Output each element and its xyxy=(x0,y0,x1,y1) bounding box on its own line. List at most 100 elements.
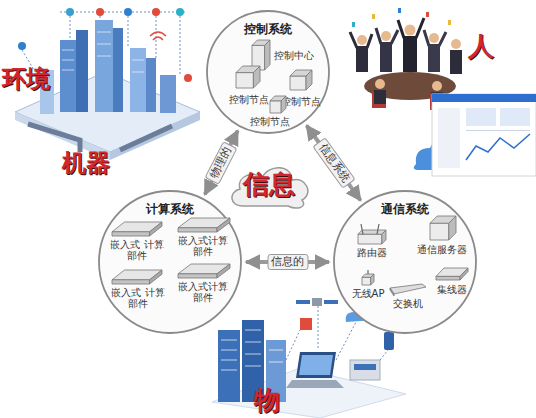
arrow-label: 信息系统 xyxy=(312,137,355,189)
people-illustration-part xyxy=(450,50,462,74)
component-label: 路由器 xyxy=(350,247,394,258)
people-illustration-part xyxy=(429,33,439,43)
people-illustration-part xyxy=(448,20,451,25)
control-node: 控制节点 xyxy=(226,66,272,110)
city-illustration-part xyxy=(110,112,200,160)
cube-front xyxy=(358,234,382,244)
people-illustration-part xyxy=(374,90,386,104)
bar-body xyxy=(390,284,426,294)
city-illustration-part xyxy=(18,42,26,50)
component-label: 嵌入式计算 部件 xyxy=(172,281,234,303)
people-illustration-part xyxy=(432,81,442,91)
system-title: 通信系统 xyxy=(333,202,477,216)
router-shape xyxy=(350,224,394,264)
dashboard-illustration-part xyxy=(500,108,530,126)
city-illustration-part xyxy=(60,40,76,112)
devices-illustration-part xyxy=(380,350,388,360)
computing-part: 嵌入式 计算部件 xyxy=(108,222,166,264)
city-illustration-part xyxy=(120,126,172,150)
devices-illustration-part xyxy=(286,330,300,360)
computing-part: 嵌入式计算 部件 xyxy=(172,264,234,306)
devices-illustration-part xyxy=(384,332,394,350)
scene-label: 物 xyxy=(254,386,280,415)
devices-illustration-part xyxy=(221,370,237,371)
component-label: 通信服务器 xyxy=(414,244,470,255)
devices-illustration-part xyxy=(296,352,336,378)
computing-part-icon xyxy=(112,270,162,284)
devices-illustration-part xyxy=(269,350,283,351)
city-illustration-part xyxy=(128,16,129,48)
devices-illustration-part xyxy=(354,364,376,370)
dashboard-illustration-part xyxy=(466,108,496,126)
system-title: 控制系统 xyxy=(206,22,330,36)
devices-illustration-part xyxy=(245,366,261,367)
dashboard-illustration-part xyxy=(438,108,460,168)
dashboard-illustration-part xyxy=(466,134,530,160)
people-illustration-part xyxy=(375,79,385,89)
devices-illustration-part xyxy=(350,360,380,380)
circle-outline xyxy=(99,191,241,333)
city-illustration-part xyxy=(132,60,144,61)
component-label: 嵌入式 计算部件 xyxy=(108,239,166,261)
router: 路由器 xyxy=(350,224,394,264)
slab-front xyxy=(112,232,150,236)
circle-outline xyxy=(334,191,476,333)
server: 通信服务器 xyxy=(414,216,470,260)
devices-illustration-part xyxy=(269,362,283,363)
slab-side xyxy=(217,264,230,278)
devices-illustration-part xyxy=(286,380,344,388)
double-arrow xyxy=(307,126,361,201)
devices-illustration-part xyxy=(221,330,283,370)
devices-illustration-part xyxy=(245,354,261,355)
cube-side xyxy=(382,230,386,244)
dashboard-illustration xyxy=(414,94,536,176)
hub: 集线器 xyxy=(432,268,472,302)
cloud-label: 信息 xyxy=(226,169,312,199)
cube-front xyxy=(236,73,253,88)
people-illustration-part xyxy=(350,32,372,48)
dashboard-illustration-part xyxy=(432,94,536,176)
slab-front xyxy=(178,228,217,232)
antenna xyxy=(361,224,379,234)
cube-front xyxy=(362,277,371,285)
control-node-icon xyxy=(270,96,286,113)
city-illustration-part xyxy=(62,32,144,72)
component-label: 控制节点 xyxy=(226,94,272,105)
city-illustration-part xyxy=(176,8,184,16)
devices-illustration-part xyxy=(218,330,240,402)
people-illustration-part xyxy=(381,31,391,41)
arrow-label: 物理的 xyxy=(205,141,238,185)
cube-side xyxy=(306,70,312,90)
system-circle: 控制系统控制中心控制节点控制节点控制节点 xyxy=(206,10,330,134)
component-label: 控制中心 xyxy=(272,50,316,61)
cube-front xyxy=(430,223,449,240)
people-illustration-part xyxy=(403,36,417,72)
wireless-ap: 无线AP xyxy=(348,272,388,306)
city-illustration-part xyxy=(97,56,111,57)
people-illustration-part xyxy=(451,39,461,49)
city-illustration-part xyxy=(113,28,123,112)
city-illustration-part xyxy=(97,32,111,33)
computing-part-icon xyxy=(178,264,230,278)
scene-label: 环境 xyxy=(2,66,50,92)
people-illustration-part xyxy=(405,25,416,36)
control-center-icon xyxy=(252,40,270,70)
city-illustration-part xyxy=(96,8,104,16)
city-illustration-part xyxy=(152,8,160,16)
city-illustration-part xyxy=(60,12,185,13)
scene-label: 机器 xyxy=(62,150,110,176)
people-illustration-part xyxy=(398,8,401,13)
devices-illustration-part xyxy=(299,355,333,375)
devices-illustration-part xyxy=(245,342,261,343)
system-title: 计算系统 xyxy=(98,202,242,216)
devices-illustration-part xyxy=(221,360,237,361)
city-illustration-part xyxy=(62,70,74,71)
dashboard-illustration-part xyxy=(466,130,530,131)
devices-illustration-part xyxy=(300,318,312,330)
city-illustration-part xyxy=(160,75,176,113)
scene-label: 人 xyxy=(468,32,494,61)
computing-part: 嵌入式计算 部件 xyxy=(172,218,234,260)
component-label: 集线器 xyxy=(432,284,472,295)
computing-part: 嵌入式 计算部件 xyxy=(108,270,168,312)
